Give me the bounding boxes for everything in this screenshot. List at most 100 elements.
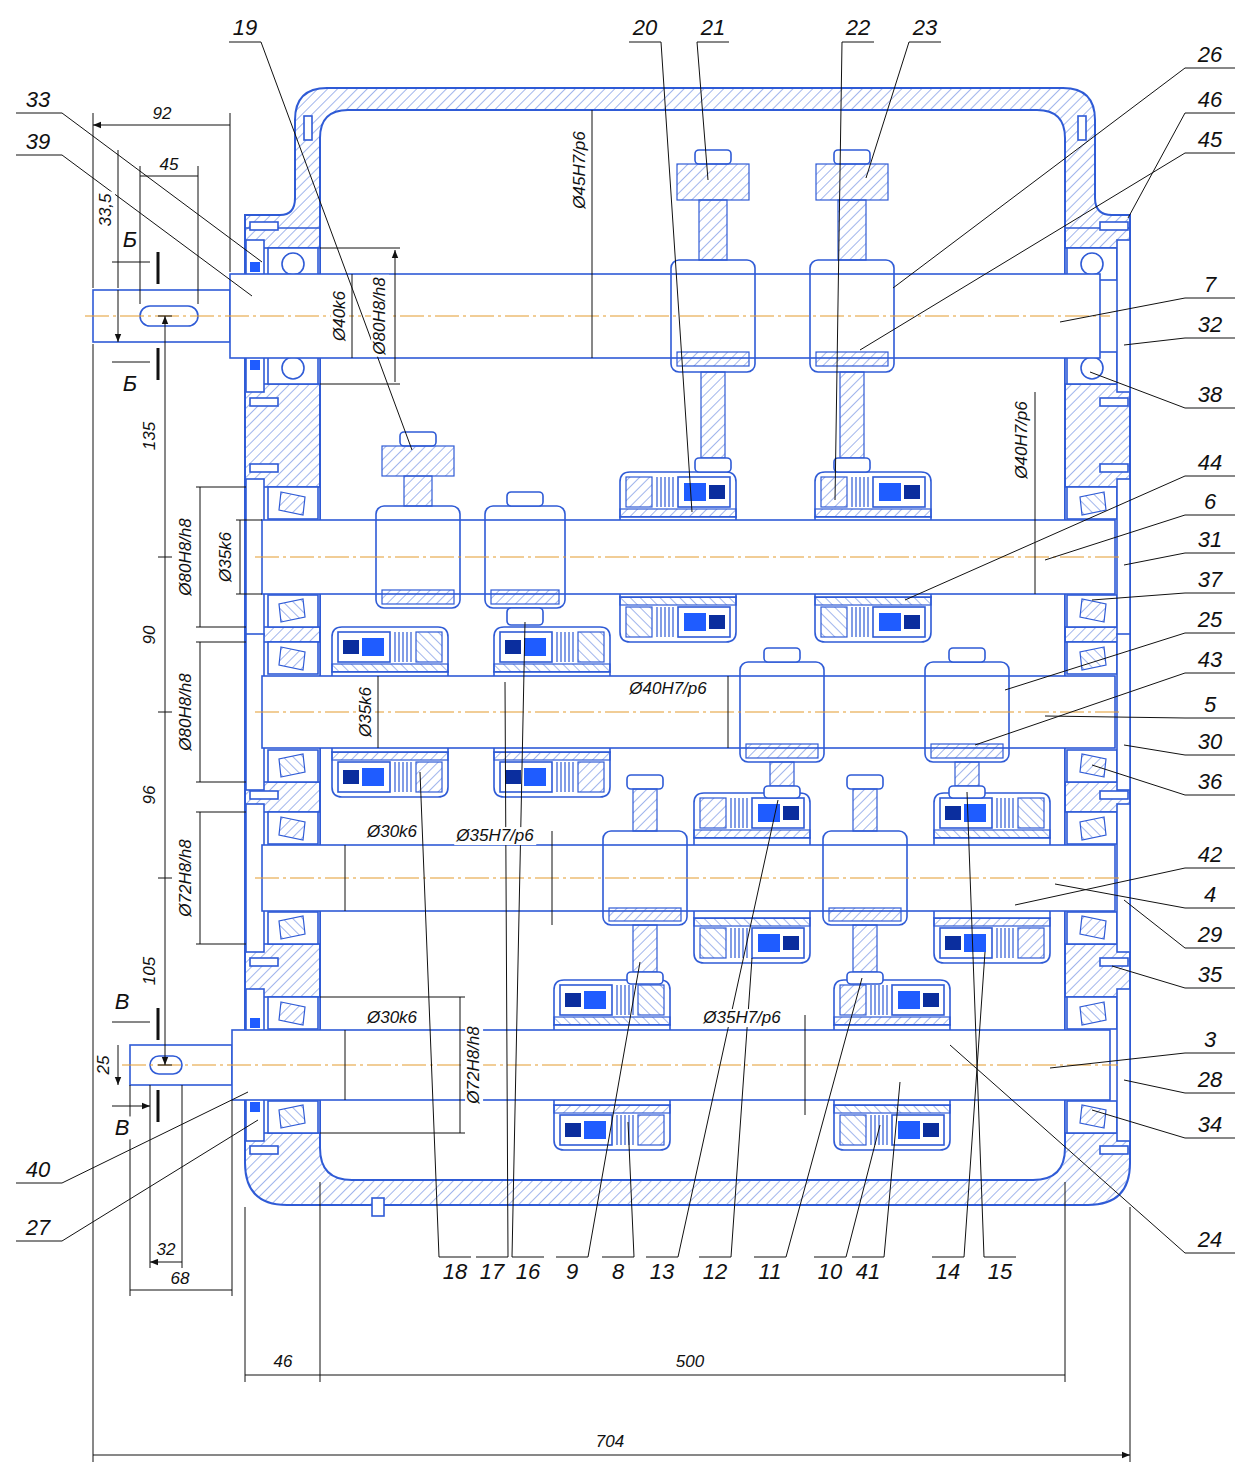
- seal: [250, 262, 260, 272]
- gear: [633, 789, 657, 831]
- callout-number: 29: [1196, 923, 1224, 946]
- leader-line: [699, 958, 752, 1257]
- leader-line: [860, 153, 1235, 350]
- section-mark: Б: [121, 372, 139, 395]
- callout-number: 32: [1196, 313, 1224, 336]
- callout-number: 4: [1202, 883, 1218, 906]
- gear: [627, 972, 663, 984]
- gear: [382, 590, 454, 604]
- gear: [633, 925, 657, 972]
- gear: [764, 786, 800, 798]
- callout-number: 34: [1196, 1113, 1224, 1136]
- dimension-label: Ø72H8/h8: [465, 1024, 483, 1106]
- dimension-label: 32: [155, 1241, 178, 1259]
- dimension-label: Ø35H7/p6: [454, 827, 536, 845]
- gear: [949, 648, 985, 662]
- section-mark: В: [113, 1116, 132, 1139]
- leader-line: [16, 155, 252, 296]
- callout-number: 18: [441, 1260, 469, 1283]
- callout-number: 21: [699, 16, 727, 39]
- gear: [770, 762, 794, 786]
- gear: [701, 372, 725, 458]
- dimension-label: 25: [95, 1054, 113, 1077]
- leader-line: [1015, 868, 1235, 905]
- bearing: [268, 595, 318, 627]
- gear: [816, 164, 888, 200]
- seal: [250, 262, 260, 1112]
- gear: [816, 352, 888, 366]
- seal: [250, 1102, 260, 1112]
- dimension-line: [196, 110, 1035, 1133]
- leader-line: [835, 42, 874, 500]
- leader-line: [1060, 298, 1235, 322]
- dimension-label: Ø35k6: [217, 530, 235, 584]
- callout-number: 42: [1196, 843, 1224, 866]
- dimension-label: Ø30k6: [365, 1009, 419, 1027]
- gear: [931, 744, 1003, 758]
- gear: [609, 908, 681, 921]
- gear: [746, 744, 818, 758]
- callout-number: 10: [816, 1260, 844, 1283]
- seal: [250, 1018, 260, 1028]
- gear: [847, 775, 883, 789]
- callout-number: 40: [24, 1158, 52, 1181]
- gear: [695, 458, 731, 472]
- leader-line: [975, 673, 1235, 745]
- leader-line: [1045, 716, 1235, 718]
- dimension-line: [93, 113, 230, 304]
- callout-number: 37: [1196, 568, 1224, 591]
- callout-number: 19: [231, 16, 259, 39]
- bearing: [1067, 750, 1117, 782]
- gear: [764, 648, 800, 662]
- leader-line: [1092, 593, 1235, 600]
- bolt: [1100, 398, 1128, 406]
- section-mark: [112, 262, 150, 1106]
- leader-line: [1124, 338, 1235, 345]
- leader-line: [814, 1125, 880, 1257]
- bolt: [250, 1146, 278, 1154]
- dimension-line: [93, 344, 1130, 1462]
- dimension-label: Ø40H7/p6: [627, 680, 709, 698]
- section-mark: [157, 252, 160, 1122]
- leader-line: [866, 42, 941, 178]
- dimension-label: 33,5: [97, 191, 115, 228]
- callout-number: 46: [1196, 88, 1224, 111]
- leader-line: [1128, 113, 1235, 218]
- dimension-label: Ø30k6: [365, 823, 419, 841]
- callout-number: 25: [1196, 608, 1224, 631]
- callout-number: 35: [1196, 963, 1224, 986]
- gear: [507, 492, 543, 506]
- bearing: [1067, 487, 1117, 519]
- dimension-label: 92: [151, 105, 174, 123]
- housing: [245, 227, 1130, 229]
- dimension-label: 46: [272, 1353, 295, 1371]
- dimension-label: Ø40k6: [331, 289, 349, 343]
- callout-number: 30: [1196, 730, 1224, 753]
- callout-number: 23: [911, 16, 939, 39]
- dimension-line: [165, 316, 166, 1065]
- leader-line: [16, 42, 1235, 1257]
- callout-number: 27: [24, 1216, 52, 1239]
- leader-line: [852, 1082, 900, 1257]
- leader-line: [1050, 1053, 1235, 1068]
- bearing: [268, 642, 318, 674]
- dimension-line: [118, 250, 1035, 1133]
- callout-number: 14: [934, 1260, 962, 1283]
- dimension-line: [93, 1262, 1130, 1455]
- bolt: [250, 398, 278, 406]
- dimension-line: [93, 125, 230, 342]
- bearing: [268, 812, 318, 844]
- callout-number: 38: [1196, 383, 1224, 406]
- callout-number: 41: [854, 1260, 882, 1283]
- leader-line: [602, 1122, 634, 1257]
- callout-number: 8: [610, 1260, 626, 1283]
- bearing: [1067, 812, 1117, 844]
- callout-number: 6: [1202, 490, 1218, 513]
- bearing-cap: [246, 240, 1130, 1141]
- callout-number: 17: [478, 1260, 506, 1283]
- dimension-line: [93, 110, 1130, 1462]
- leader-line: [420, 772, 471, 1257]
- callout-number: 44: [1196, 451, 1224, 474]
